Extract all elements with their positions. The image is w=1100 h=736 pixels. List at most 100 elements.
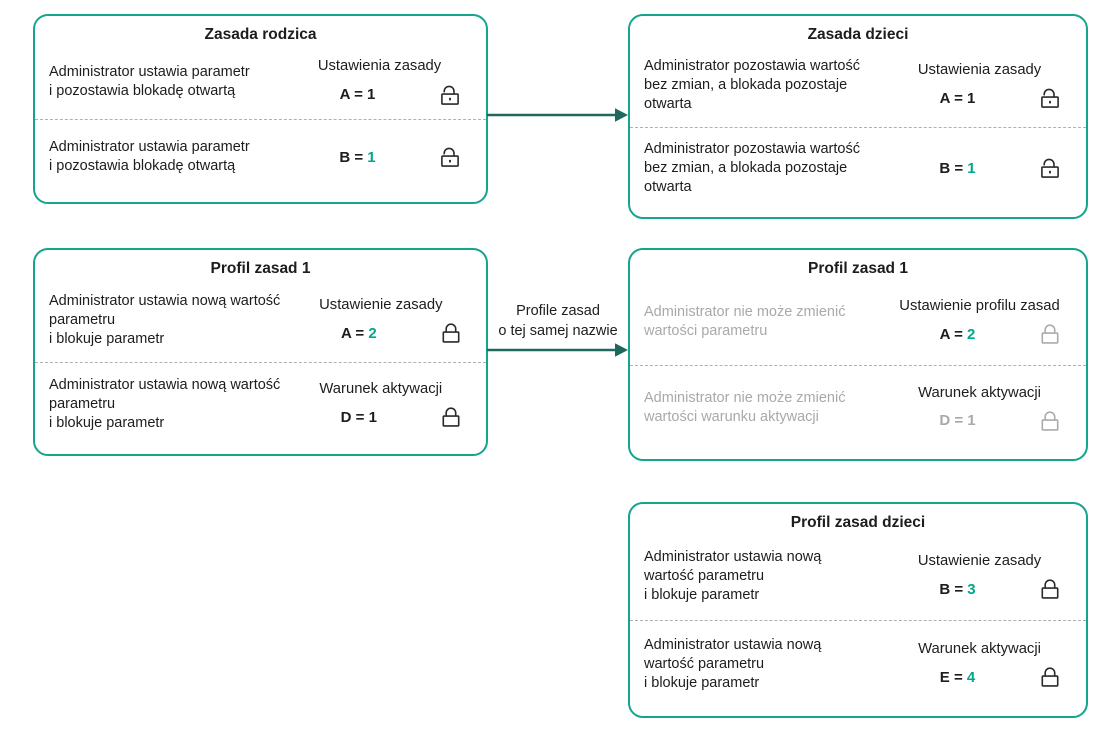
parameter-number: 1 [967,159,976,177]
box-title: Profil zasad 1 [210,260,311,277]
box-title: Zasada dzieci [807,26,909,43]
parameter-value: A = 2 [340,324,377,342]
row-divider [35,119,486,120]
parent-policy-box: Zasada rodzica Administrator ustawia par… [33,14,488,204]
value-and-lock: A = 1 [287,83,472,107]
parameter-number: 1 [367,148,376,166]
parameter-value: A = 2 [939,325,976,343]
profiles-arrow-label: Profile zasad o tej samej nazwie [482,301,634,341]
lock-closed-icon [1028,665,1072,689]
parameter-number: 1 [368,408,377,426]
lock-open-icon [1028,86,1072,110]
settings-group-label: Ustawienie profilu zasad [899,298,1060,314]
parameter-number: 1 [367,86,376,104]
value-and-lock: D = 1 [288,405,473,429]
lock-closed-icon [1028,409,1072,433]
row-divider [630,620,1086,621]
row-setting-column: Ustawienia zasady A = 1 [887,61,1072,110]
value-and-lock: E = 4 [887,665,1072,689]
row-setting-column: Ustawienie zasady B = 3 [887,552,1072,601]
child-policy-profile-box: Profil zasad dzieci Administrator ustawi… [628,502,1088,718]
row-setting-column: B = 1 [287,145,472,169]
value-and-lock: B = 1 [287,145,472,169]
parameter-number: 2 [368,324,377,342]
row-setting-column: Warunek aktywacji D = 1 [887,384,1072,433]
settings-group-label: Ustawienie zasady [319,296,443,313]
row-setting-column: B = 1 [887,156,1072,180]
row-setting-column: Ustawienia zasady A = 1 [287,57,472,106]
value-and-lock: A = 2 [887,322,1072,346]
value-and-lock: B = 1 [887,156,1072,180]
parameter-number: 2 [967,325,976,343]
lock-closed-icon [429,405,473,429]
policy-profile-1-box: Profil zasad 1 Administrator ustawia now… [33,248,488,456]
settings-group-label: Warunek aktywacji [918,384,1041,401]
parameter-value: B = 1 [939,159,976,177]
lock-closed-icon [1028,322,1072,346]
parameter-value: A = 1 [939,89,976,107]
row-setting-column: Warunek aktywacji E = 4 [887,640,1072,689]
lock-closed-icon [1028,577,1072,601]
parameter-value: D = 1 [939,412,976,430]
row-divider [630,126,1086,128]
parameter-number: 3 [967,580,976,598]
parameter-number: 1 [967,412,976,430]
row-setting-column: Ustawienie zasady A = 2 [288,296,473,345]
value-and-lock: A = 2 [288,321,473,345]
same-name-profiles-arrow [487,343,628,357]
arrow-label-line: o tej samej nazwie [498,323,618,339]
box-title: Profil zasad dzieci [790,514,926,531]
lock-open-icon [428,83,472,107]
row-divider [630,364,1086,366]
box-title: Zasada rodzica [204,26,317,43]
parameter-value: E = 4 [939,668,976,686]
parameter-number: 4 [966,668,976,686]
parent-to-child-arrow [487,108,628,122]
lock-open-icon [428,145,472,169]
lock-open-icon [1028,156,1072,180]
box-title: Profil zasad 1 [808,260,908,277]
parameter-value: B = 3 [939,580,976,598]
parameter-value: D = 1 [340,408,377,426]
arrow-label-line: Profile zasad [516,303,600,319]
settings-group-label: Ustawienia zasady [917,62,1042,78]
policy-profile-1-inherited-box: Profil zasad 1 Administrator nie może zm… [628,248,1088,461]
settings-group-label: Ustawienia zasady [317,58,442,75]
value-and-lock: A = 1 [887,86,1072,110]
parameter-value: B = 1 [339,148,376,166]
child-policy-box: Zasada dzieci Administrator pozostawia w… [628,14,1088,219]
parameter-value: A = 1 [339,86,376,104]
row-divider [35,362,486,363]
value-and-lock: B = 3 [887,577,1072,601]
row-setting-column: Ustawienie profilu zasad A = 2 [887,297,1072,346]
settings-group-label: Ustawienie zasady [917,552,1042,569]
settings-group-label: Warunek aktywacji [918,640,1041,657]
value-and-lock: D = 1 [887,409,1072,433]
